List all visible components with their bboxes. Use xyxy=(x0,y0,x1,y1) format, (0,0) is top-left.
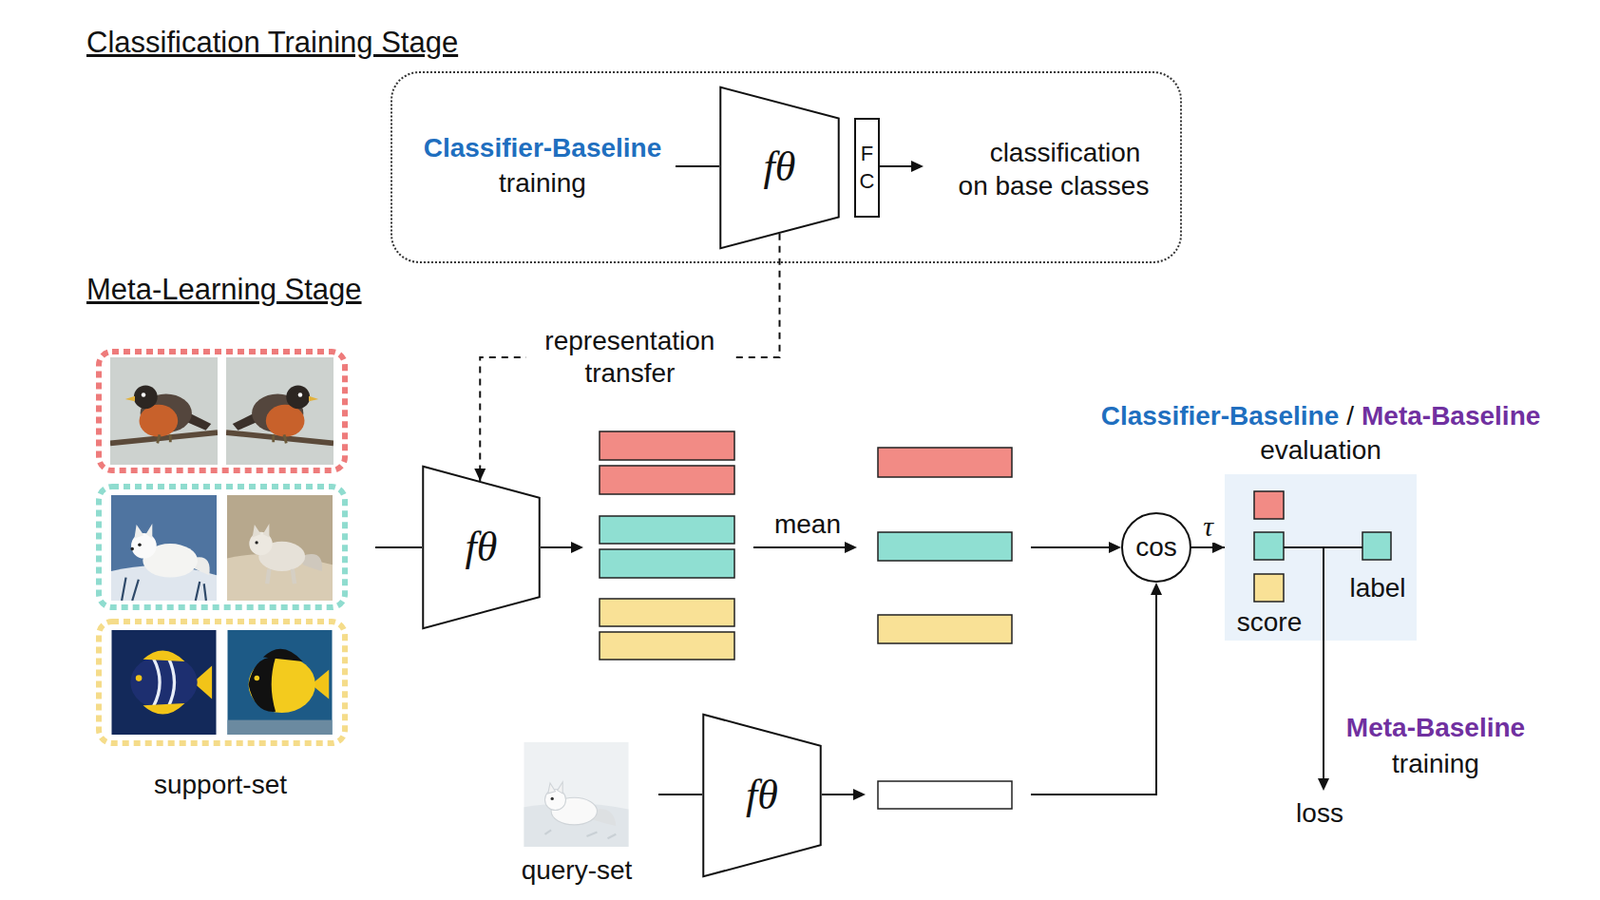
node-text: evaluation xyxy=(1259,435,1382,466)
node-text: fθ xyxy=(465,524,498,571)
method-name: Meta-Baseline xyxy=(1346,712,1525,743)
operation-label: mean xyxy=(774,509,841,540)
support-images xyxy=(110,357,334,735)
flow-arrows xyxy=(375,160,1162,800)
stage-heading: Meta-Learning Stage xyxy=(86,272,362,307)
edge-label: representation transfer xyxy=(526,323,734,391)
connector-arrow xyxy=(1191,541,1225,553)
heading-text: Classifier-Baseline xyxy=(1101,400,1340,432)
node-text: Classifier-Baseline xyxy=(423,133,663,164)
node-text: score xyxy=(1237,607,1302,638)
node-text: fθ xyxy=(745,772,779,819)
encoder-trapezoid: fθ xyxy=(421,464,541,630)
stage-frame: Classifier-Baseline training classificatio… xyxy=(390,71,1182,264)
stage-heading: Classification Training Stage xyxy=(86,25,458,60)
edge-label: τ xyxy=(1200,510,1216,543)
class-group-frames xyxy=(98,351,345,743)
cosine-circle: cos xyxy=(1121,512,1192,583)
arrow-head xyxy=(474,468,486,481)
connector-line xyxy=(479,233,780,481)
node-text: classification on base classes xyxy=(951,135,1157,203)
node-text: training xyxy=(498,168,587,199)
set-caption: support-set xyxy=(153,769,287,800)
node-text: cos xyxy=(1135,532,1178,563)
heading-row: Classifier-Baseline/Meta-Baseline xyxy=(1101,400,1542,432)
set-caption: query-set xyxy=(521,855,633,886)
connector-arrow xyxy=(474,233,780,481)
heading-text: / xyxy=(1346,400,1354,432)
output-label: loss xyxy=(1295,798,1344,829)
encoder-trapezoid: fθ xyxy=(702,712,822,878)
heading-text: Meta-Baseline xyxy=(1361,400,1541,432)
arrow-head xyxy=(1212,541,1225,553)
fc-layer-box: F C xyxy=(854,117,880,218)
evaluation-panel: Classifier-Baseline/Meta-Baselineevaluat… xyxy=(1224,474,1417,641)
method-note: training xyxy=(1391,748,1480,780)
node-text: label xyxy=(1349,572,1406,604)
query-image xyxy=(524,742,629,847)
node-text: fθ xyxy=(763,144,797,191)
node-text: F C xyxy=(854,140,880,195)
evaluation-panel-art xyxy=(1224,474,1417,791)
encoder-trapezoid: fθ xyxy=(719,85,840,250)
